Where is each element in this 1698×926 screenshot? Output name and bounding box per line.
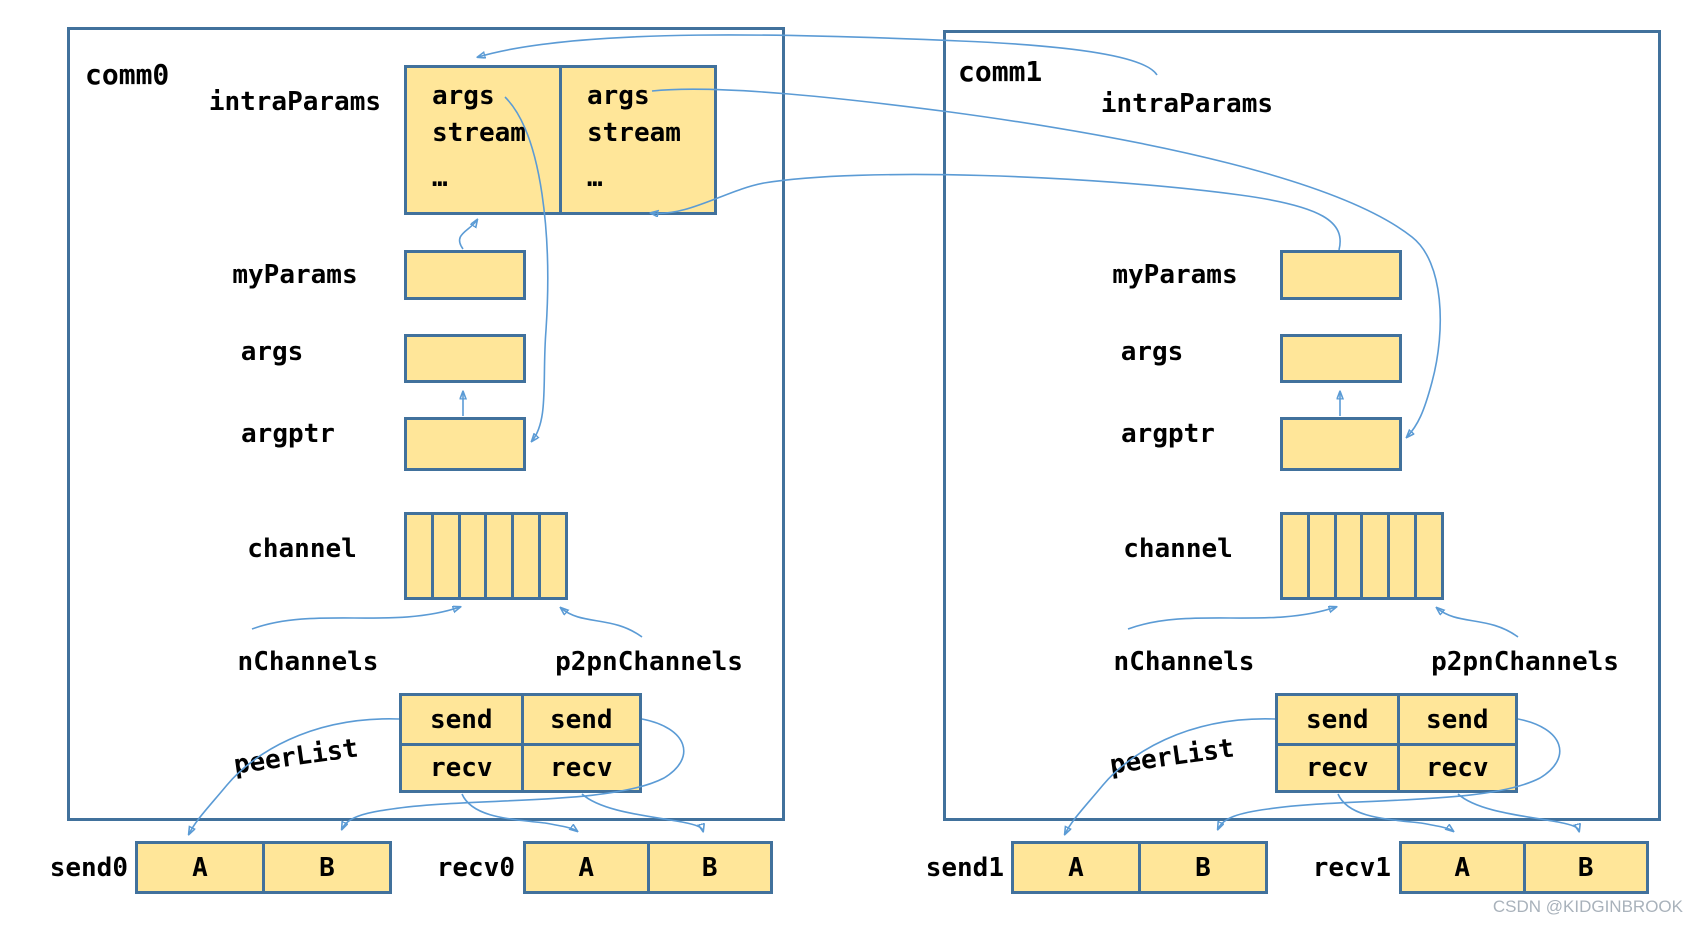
comm0-myparams-box [404,250,526,300]
comm1-peerlist-table: send send recv recv [1275,693,1518,793]
peerlist-cell-recv: recv [402,743,521,790]
comm1-channel-box [1280,512,1444,600]
comm0-peerlist-table: send send recv recv [399,693,642,793]
channel-slot [1283,515,1307,597]
send1-array-box: A B [1011,841,1268,894]
peerlist-cell-recv: recv [520,743,639,790]
comm1-myparams-label: myParams [1112,260,1238,290]
comm1-argptr-label: argptr [1121,419,1215,449]
comm1-channel-label: channel [1123,534,1233,564]
comm0-args-box [404,334,526,383]
comm0-intraparams-box: args stream … args stream … [404,65,717,215]
comm0-channel-box [404,512,568,600]
peerlist-cell-send: send [1396,696,1516,743]
comm0-intraparams-cell-0: args stream … [407,68,559,212]
intraparams-field-args: args [587,81,650,111]
watermark-text: CSDN @KIDGINBROOK [1492,897,1683,916]
comm0-argptr-label: argptr [241,419,335,449]
comm0-p2pnchannels-label: p2pnChannels [555,647,743,677]
channel-slot [1414,515,1441,597]
channel-slot [1333,515,1361,597]
array-cell-b: B [1138,844,1265,891]
comm0-intraparams-cell-1: args stream … [559,68,714,212]
comm0-intraparams-label: intraParams [208,87,381,117]
comm1-myparams-box [1280,250,1402,300]
array-cell-a: A [578,852,595,883]
peerlist-cell-send: send [429,704,493,735]
intraparams-field-stream: stream [587,118,681,148]
channel-slot [538,515,565,597]
channel-slot [1306,515,1334,597]
send0-array-box: A B [135,841,392,894]
array-cell-a: A [1068,852,1084,883]
comm0-args-label: args [240,337,304,367]
intraparams-field-args: args [432,81,495,111]
recv0-array-box: A B [523,841,773,894]
array-cell-b: B [1522,844,1647,891]
comm1-args-box [1280,334,1402,383]
array-cell-b: B [646,844,771,891]
peerlist-cell-recv: recv [1278,743,1397,790]
comm0-nchannels-label: nChannels [237,647,379,677]
peerlist-cell-send: send [520,696,640,743]
intraparams-field-ellipsis: … [587,163,603,193]
comm1-args-label: args [1120,337,1184,367]
send0-label: send0 [49,853,128,883]
recv1-label: recv1 [1312,853,1391,883]
peerlist-cell-send: send [1305,704,1369,735]
peerlist-cell-recv: recv [1396,743,1515,790]
channel-slot [430,515,458,597]
intraparams-field-ellipsis: … [432,163,448,193]
channel-slot [457,515,485,597]
array-cell-a: A [1454,852,1471,883]
comm1-argptr-box [1280,417,1402,471]
intraparams-field-stream: stream [432,118,526,148]
channel-slot [484,515,511,597]
array-cell-b: B [262,844,389,891]
comm1-p2pnchannels-label: p2pnChannels [1431,647,1619,677]
recv1-array-box: A B [1399,841,1649,894]
comm1-title: comm1 [958,55,1043,88]
comm0-title: comm0 [85,58,170,91]
recv0-label: recv0 [436,853,515,883]
comm0-argptr-box [404,417,526,471]
send1-label: send1 [925,853,1004,883]
channel-slot [1387,515,1414,597]
comm1-nchannels-label: nChannels [1113,647,1255,677]
comm0-channel-label: channel [247,534,357,564]
comm0-myparams-label: myParams [232,260,358,290]
channel-slot [407,515,431,597]
channel-slot [511,515,538,597]
channel-slot [1360,515,1387,597]
comm1-intraparams-label: intraParams [1100,89,1273,119]
array-cell-a: A [192,852,208,883]
